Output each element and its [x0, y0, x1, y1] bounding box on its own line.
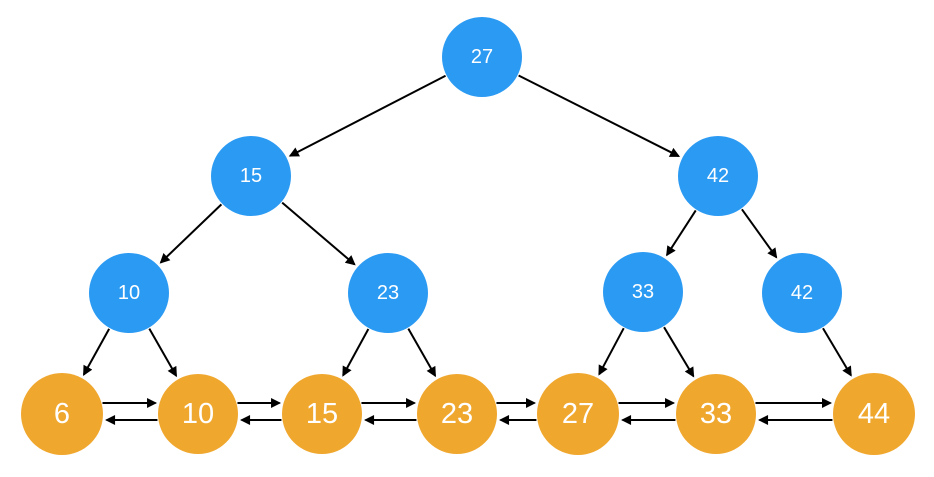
internal-node-circle [603, 252, 683, 332]
tree-node-leaf-15: 15 [282, 374, 362, 454]
tree-node-leaf-27: 27 [537, 373, 619, 455]
node-label: 42 [791, 282, 813, 304]
tree-node-leaf-23: 23 [417, 374, 497, 454]
tree-edge-i33-l33 [663, 326, 695, 378]
internal-node-circle [762, 253, 842, 333]
tree-edge-i33-l27 [598, 327, 625, 376]
tree-node-leaf-6: 6 [21, 373, 103, 455]
internal-node-circle [211, 136, 291, 216]
tree-edge-i23-l15 [342, 328, 370, 377]
node-label: 44 [858, 398, 890, 430]
tree-edge-i10-l10 [148, 328, 178, 378]
tree-node-internal-42: 42 [762, 253, 842, 333]
tree-edge-i42-i42b [741, 208, 778, 259]
leaf-node-circle [833, 373, 915, 455]
node-label: 33 [632, 281, 654, 303]
node-label: 15 [306, 398, 338, 430]
leaf-node-circle [282, 374, 362, 454]
tree-node-internal-10: 10 [89, 253, 169, 333]
leaf-node-circle [158, 374, 238, 454]
tree-node-internal-27: 27 [442, 17, 522, 97]
nodes-layer: 27 15 42 10 23 33 42 6 10 15 23 27 33 44 [21, 17, 915, 455]
node-label: 27 [562, 398, 594, 430]
tree-edge-i15-i23 [281, 201, 356, 266]
tree-edge-i42b-l44 [822, 327, 852, 377]
node-label: 42 [707, 165, 729, 187]
node-label: 27 [471, 46, 493, 68]
tree-node-leaf-10: 10 [158, 374, 238, 454]
tree-edge-i15-i10 [159, 203, 223, 264]
internal-node-circle [89, 253, 169, 333]
internal-node-circle [442, 17, 522, 97]
node-label: 23 [441, 398, 473, 430]
tree-edge-i27-i42 [518, 74, 681, 158]
tree-node-internal-15: 15 [211, 136, 291, 216]
tree-node-internal-23: 23 [348, 253, 428, 333]
tree-edge-i23-l23 [407, 328, 437, 378]
edges-layer [82, 74, 852, 425]
internal-node-circle [678, 136, 758, 216]
internal-node-circle [348, 253, 428, 333]
tree-edge-i10-l6 [82, 328, 111, 376]
leaf-node-circle [537, 373, 619, 455]
tree-node-internal-42: 42 [678, 136, 758, 216]
node-label: 23 [377, 282, 399, 304]
leaf-node-circle [417, 374, 497, 454]
node-label: 15 [240, 165, 262, 187]
node-label: 10 [182, 398, 214, 430]
tree-node-leaf-33: 33 [676, 374, 756, 454]
node-label: 33 [700, 398, 732, 430]
tree-node-leaf-44: 44 [833, 373, 915, 455]
node-label: 6 [54, 398, 70, 430]
tree-edge-i27-i15 [288, 74, 447, 157]
tree-edge-i42-i33 [666, 209, 697, 257]
node-label: 10 [118, 282, 140, 304]
leaf-node-circle [676, 374, 756, 454]
leaf-node-circle [21, 373, 103, 455]
tree-node-internal-33: 33 [603, 252, 683, 332]
